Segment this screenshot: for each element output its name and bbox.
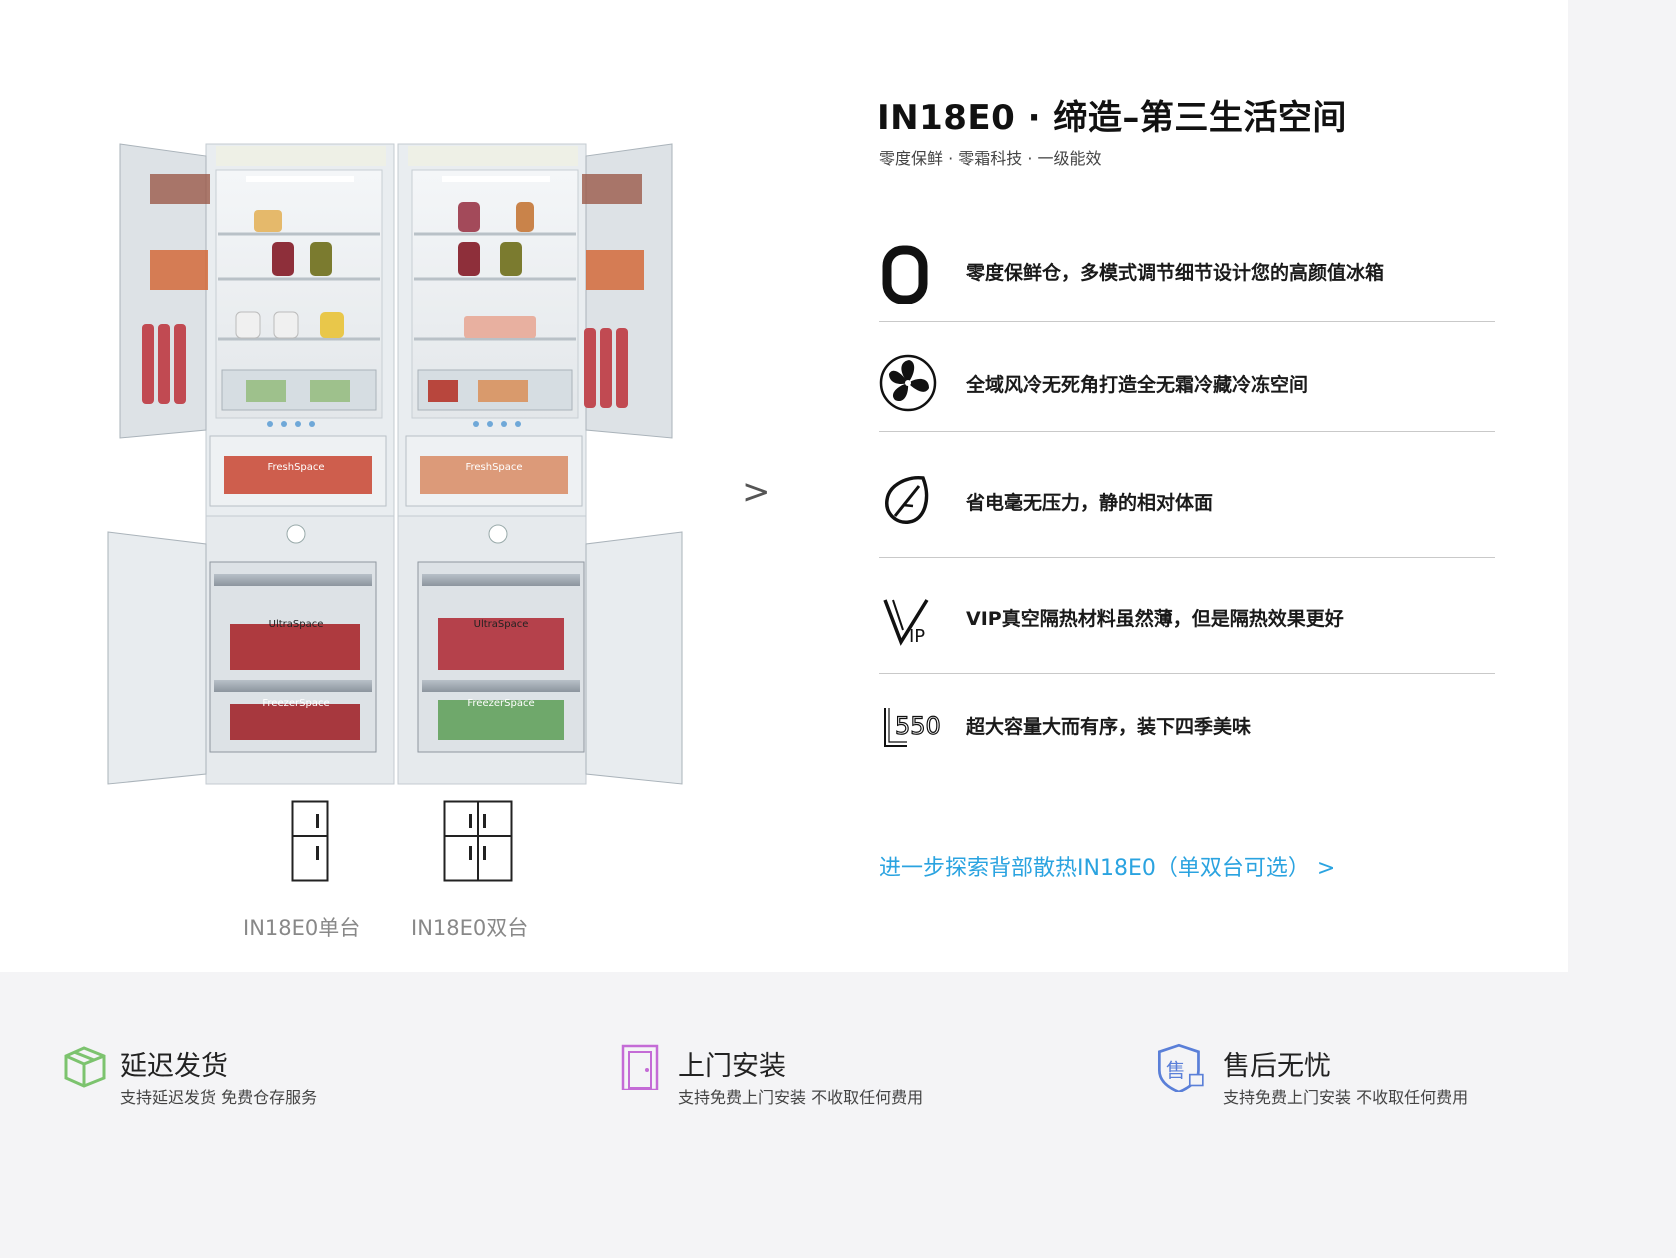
after-sales-shield-icon: 售: [1157, 1043, 1204, 1092]
feature-item: 全域风冷无死角打造全无霜冷藏冷冻空间: [879, 352, 1495, 462]
service-desc: 支持免费上门安装 不收取任何费用: [1223, 1088, 1469, 1107]
feature-item: 零度保鲜仓，多模式调节细节设计您的高颜值冰箱: [879, 244, 1495, 354]
feature-text: VIP真空隔热材料虽然薄，但是隔热效果更好: [966, 608, 1344, 630]
ultra-space-label: UltraSpace: [269, 619, 324, 630]
feature-text: 零度保鲜仓，多模式调节细节设计您的高颜值冰箱: [966, 262, 1385, 284]
fresh-space-label-right: FreshSpace: [465, 462, 522, 473]
product-panel: FreshSpace FreshSpace UltraSpace UltraSp…: [0, 0, 1568, 972]
single-fridge-icon: [291, 800, 329, 882]
freezer-space-label-right: FreezerSpace: [467, 698, 534, 709]
variant-double[interactable]: IN18E0双台: [411, 800, 528, 942]
divider: [879, 431, 1495, 432]
divider: [879, 321, 1495, 322]
service-desc: 支持免费上门安装 不收取任何费用: [678, 1088, 924, 1107]
fresh-space-label: FreshSpace: [267, 462, 324, 473]
next-arrow[interactable]: >: [742, 472, 771, 512]
capacity-550-icon: 550: [884, 708, 941, 747]
after-sales-shield-char: 售: [1166, 1059, 1186, 1082]
variant-single-label: IN18E0单台: [243, 916, 361, 940]
divider: [879, 673, 1495, 674]
freezer-space-label: FreezerSpace: [262, 698, 329, 709]
fridge-illustration: FreshSpace FreshSpace UltraSpace UltraSp…: [107, 143, 683, 785]
package-icon: [64, 1046, 106, 1088]
door-icon: [621, 1044, 659, 1090]
svg-text:550: 550: [895, 712, 941, 740]
fan-icon: [879, 354, 937, 412]
service-title: 售后无忧: [1223, 1051, 1331, 1082]
svg-text:IP: IP: [909, 626, 925, 647]
zero-icon: [882, 245, 928, 304]
service-title: 上门安装: [678, 1051, 786, 1082]
service-title: 延迟发货: [120, 1051, 228, 1082]
feature-item: 550 超大容量大而有序，装下四季美味: [879, 700, 1495, 810]
double-fridge-icon: [443, 800, 513, 882]
variant-single[interactable]: IN18E0单台: [243, 800, 360, 942]
divider: [879, 557, 1495, 558]
feature-item: 省电毫无压力，静的相对体面: [879, 470, 1495, 580]
page-title: IN18E0 · 缔造–第三生活空间: [877, 98, 1347, 138]
explore-link[interactable]: 进一步探索背部散热IN18E0（单双台可选） >: [879, 856, 1336, 881]
feature-item: IP VIP真空隔热材料虽然薄，但是隔热效果更好: [879, 592, 1495, 702]
vip-icon: IP: [883, 599, 929, 647]
feature-text: 全域风冷无死角打造全无霜冷藏冷冻空间: [966, 374, 1309, 396]
ultra-space-label-right: UltraSpace: [474, 619, 529, 630]
feature-text: 超大容量大而有序，装下四季美味: [966, 716, 1252, 738]
service-desc: 支持延迟发货 免费仓存服务: [120, 1088, 318, 1107]
variant-double-label: IN18E0双台: [411, 916, 529, 940]
page-subtitle: 零度保鲜 · 零霜科技 · 一级能效: [879, 149, 1102, 168]
feature-text: 省电毫无压力，静的相对体面: [966, 492, 1214, 514]
service-bar: [0, 972, 1568, 1186]
leaf-icon: [885, 475, 929, 524]
